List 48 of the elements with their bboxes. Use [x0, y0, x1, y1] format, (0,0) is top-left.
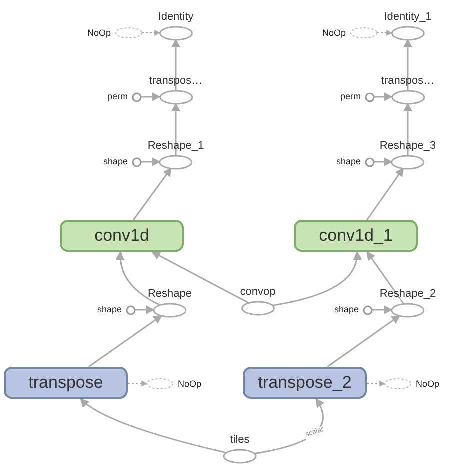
arrow [376, 30, 393, 36]
node-label: perm [340, 92, 361, 102]
arrow [142, 30, 161, 36]
arrow [404, 102, 412, 156]
node-label: NoOp [87, 28, 111, 38]
arrow [151, 251, 249, 304]
arrow [128, 380, 148, 387]
op-group-box: conv1d_1 [294, 220, 418, 252]
node-label: Reshape_3 [380, 140, 436, 152]
arrow [80, 398, 226, 454]
arrow [88, 315, 163, 368]
arrow [272, 251, 362, 306]
arrow [374, 92, 393, 102]
node-label: Reshape_1 [148, 140, 204, 152]
node-label: Reshape_2 [380, 288, 436, 300]
arrow [374, 158, 393, 166]
arrow [327, 315, 401, 368]
arrow [372, 306, 393, 314]
arrow [366, 168, 404, 220]
node-label: shape [334, 304, 359, 316]
node-label: NoOp [416, 378, 440, 390]
node-label: NoOp [322, 28, 346, 38]
node-label: Reshape [148, 288, 192, 300]
op-group-box: transpose [4, 367, 128, 399]
node-label: Identity_1 [384, 10, 432, 24]
node-label: perm [107, 92, 128, 102]
arrow [172, 102, 180, 156]
op-group-box: conv1d [60, 220, 184, 252]
arrow [141, 92, 161, 102]
node-label: Identity [158, 10, 194, 24]
node-label: tiles [230, 434, 250, 446]
op-group-box: transpose_2 [243, 367, 367, 399]
arrow [366, 380, 386, 387]
arrow [141, 158, 161, 166]
arrow [254, 398, 324, 454]
arrow [133, 168, 172, 220]
arrow [135, 306, 155, 314]
arrow [116, 251, 160, 306]
node-label: convop [240, 286, 276, 298]
node-label: NoOp [178, 378, 202, 390]
arrow [404, 38, 412, 90]
node-label: shape [97, 304, 122, 316]
node-label: shape [103, 156, 128, 168]
node-label: transpos… [149, 74, 203, 88]
node-label: shape [336, 156, 361, 168]
arrow [172, 38, 180, 90]
arrow [366, 251, 404, 304]
node-label: transpos… [381, 74, 435, 88]
